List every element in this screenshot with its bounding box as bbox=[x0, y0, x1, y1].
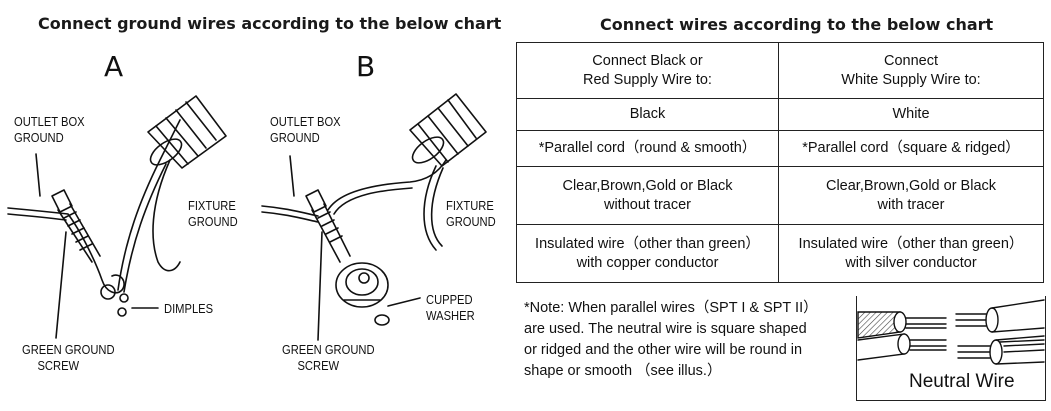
table-row: Insulated wire（other than green）with cop… bbox=[516, 224, 1044, 283]
table-cell: *Parallel cord（round & smooth） bbox=[516, 130, 779, 167]
table-cell: *Parallel cord（square & ridged） bbox=[778, 130, 1044, 167]
figure-a-letter: A bbox=[104, 50, 124, 83]
table-row: Black White bbox=[516, 98, 1044, 131]
wires-chart-heading: Connect wires according to the below cha… bbox=[600, 15, 994, 34]
table-cell: White bbox=[778, 98, 1044, 131]
figure-b-drawing bbox=[261, 93, 487, 326]
ground-wire-illustrations bbox=[7, 93, 487, 341]
parallel-wires-note: *Note: When parallel wires（SPT I & SPT I… bbox=[524, 300, 818, 379]
table-cell: Insulated wire（other than green）with sil… bbox=[778, 224, 1044, 283]
table-row: *Parallel cord（round & smooth） *Parallel… bbox=[516, 130, 1044, 167]
table-cell: Insulated wire（other than green）with cop… bbox=[516, 224, 779, 283]
neutral-wire-label: Neutral Wire bbox=[909, 371, 1015, 392]
neutral-wire-illustration-box bbox=[856, 296, 1046, 401]
figure-a-drawing bbox=[7, 95, 227, 317]
figure-b-letter: B bbox=[356, 50, 376, 83]
table-cell: Black bbox=[516, 98, 779, 131]
ground-wires-heading: Connect ground wires according to the be… bbox=[38, 14, 502, 33]
a-dimples-label: DIMPLES bbox=[164, 301, 214, 316]
